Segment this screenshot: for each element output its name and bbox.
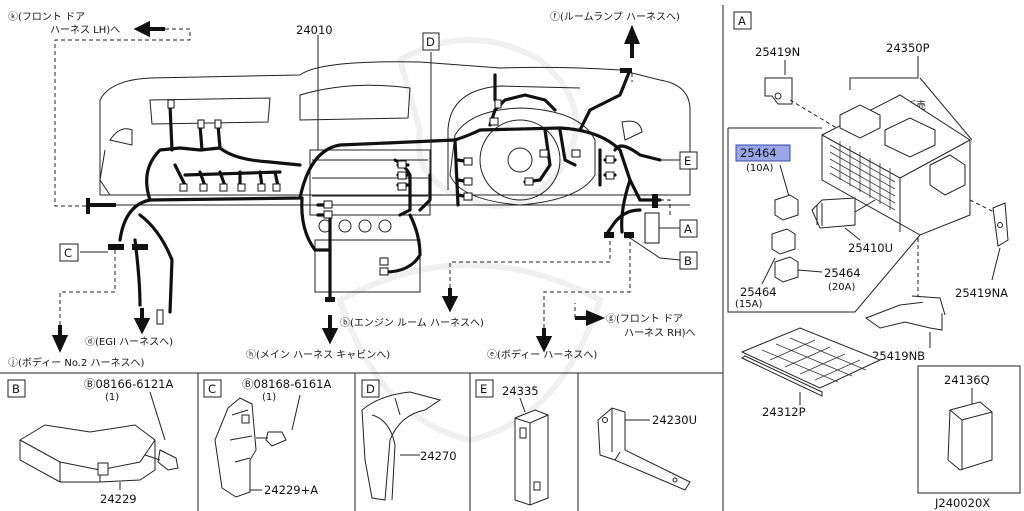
ref-e-label: ⓔ(ボディー ハーネスへ): [487, 348, 597, 361]
label-bolt-08168-qty: (1): [262, 392, 276, 403]
ref-j-label: ⓙ(ボディー No.2 ハーネスへ): [8, 356, 145, 369]
label-24230U: 24230U: [652, 413, 697, 427]
label-bolt-08168: Ⓑ08168-6161A: [242, 377, 331, 391]
label-25464-15a: 25464: [740, 285, 777, 299]
ref-k-label: ⓚ(フロント ドア: [8, 11, 85, 23]
label-24229a: 24229+A: [264, 483, 318, 497]
label-bolt-08166-qty: (1): [105, 392, 119, 403]
label-24229: 24229: [100, 492, 137, 506]
svg-text:A: A: [684, 222, 692, 236]
label-24312P: 24312P: [762, 405, 806, 419]
ref-h-label: ⓗ(メイン ハーネス キャビンへ): [246, 349, 390, 361]
svg-text:C: C: [208, 382, 216, 396]
svg-text:B: B: [12, 382, 20, 396]
svg-text:D: D: [366, 382, 375, 396]
panel-f: 24230U: [597, 407, 697, 491]
callout-box-b: B: [679, 251, 698, 270]
callout-box-a: A: [679, 219, 698, 238]
callout-box-d: D: [422, 32, 440, 51]
panel-b: B Ⓑ08166-6121A (1) 24229: [7, 377, 179, 506]
label-24335: 24335: [502, 384, 539, 398]
label-25419N: 25419N: [755, 45, 800, 59]
svg-text:E: E: [684, 154, 691, 168]
ref-k-label-2: ハーネス LH)へ: [50, 24, 120, 36]
harness-clip-ends: [86, 68, 658, 302]
label-25464-20a: 25464: [824, 266, 861, 280]
dashboard-outline: [99, 61, 691, 293]
label-24270: 24270: [420, 449, 457, 463]
ref-f-label: ⓕ(ルームランプ ハーネスへ): [550, 11, 680, 23]
highlight-25464: [735, 144, 791, 162]
label-25464-10a-sub: (10A): [746, 163, 773, 174]
main-harness-24010: [118, 68, 662, 314]
label-25464-15a-sub: (15A): [735, 299, 762, 310]
arrows: [51, 20, 640, 353]
panel-d: D 24270: [361, 379, 457, 501]
panel-e: E 24335: [475, 379, 549, 506]
label-25464-10a: 25464: [740, 146, 777, 160]
label-25419NA: 25419NA: [955, 286, 1008, 300]
svg-text:D: D: [426, 35, 435, 49]
panel-c: C Ⓑ08168-6161A (1) 24229+A: [203, 377, 331, 498]
ref-g-label: ⓖ(フロント ドア: [606, 313, 683, 325]
label-25419NB: 25419NB: [872, 349, 925, 363]
svg-text:C: C: [64, 246, 72, 260]
svg-text:E: E: [480, 382, 487, 396]
svg-text:B: B: [684, 254, 692, 268]
callout-box-e: E: [679, 151, 698, 170]
ref-b-label: ⓑ(エンジン ルーム ハーネスへ): [340, 317, 484, 329]
diagram-code: J240020X: [934, 496, 990, 510]
fuse-slots-grid: [829, 141, 896, 211]
label-25464-20a-sub: (20A): [828, 282, 855, 293]
label-24136Q: 24136Q: [944, 373, 990, 387]
label-bolt-08166: Ⓑ08166-6121A: [84, 377, 173, 391]
callout-box-c: C: [59, 243, 79, 262]
label-24350P: 24350P: [886, 41, 930, 55]
panel-a: A 25419N 24350P 非販売 25410U 25464 (10A): [727, 11, 1021, 494]
dashed-leaders: [54, 28, 671, 328]
label-25410U: 25410U: [848, 241, 893, 255]
part-24010-label: 24010: [296, 23, 333, 37]
ref-d-label: ⓓ(EGI ハーネスへ): [85, 336, 173, 348]
svg-text:A: A: [738, 14, 746, 28]
harness-connectors: [156, 99, 660, 325]
leader-lines: [80, 35, 681, 261]
ref-g-label-2: ハーネス RH)へ: [624, 327, 696, 339]
